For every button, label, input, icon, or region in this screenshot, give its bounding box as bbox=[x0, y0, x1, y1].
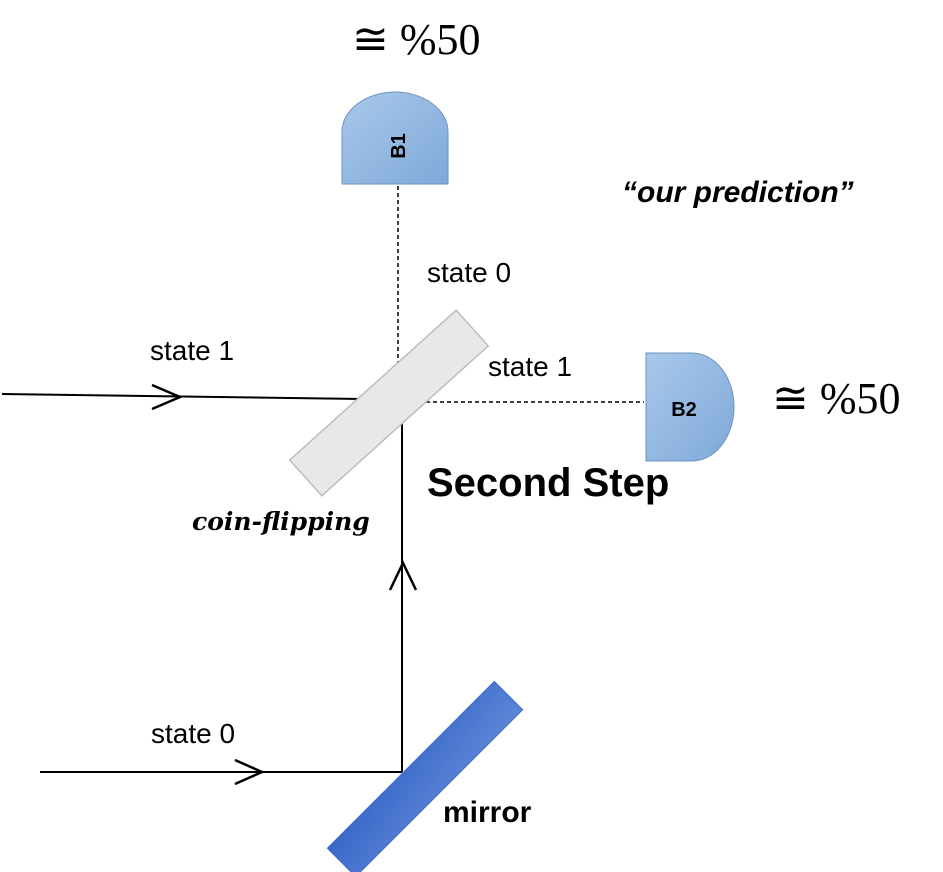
detector-b1: B1 bbox=[341, 91, 449, 185]
b2-beam-state-label: state 1 bbox=[488, 351, 572, 382]
vertical-beam-arrow bbox=[388, 560, 418, 591]
upper-input-state-label: state 1 bbox=[150, 335, 234, 366]
detector-b1-label: B1 bbox=[388, 133, 410, 159]
detector-b2-label: B2 bbox=[671, 399, 697, 421]
b1-beam-state-label: state 0 bbox=[427, 257, 511, 288]
mirror-label: mirror bbox=[443, 796, 532, 829]
lower-input-state-label: state 0 bbox=[151, 718, 235, 749]
mirror bbox=[326, 680, 524, 872]
b2-probability: ≅ %50 bbox=[772, 374, 901, 423]
step-title: Second Step bbox=[427, 461, 669, 505]
beam-splitter bbox=[288, 309, 490, 497]
beam-splitter-label: coin-flipping bbox=[192, 507, 370, 536]
lower-input-beam-arrow bbox=[234, 758, 266, 786]
upper-input-beam-arrow bbox=[151, 383, 184, 411]
detector-b2: B2 bbox=[645, 352, 735, 462]
b1-probability: ≅ %50 bbox=[352, 15, 481, 64]
prediction-note: “our prediction” bbox=[622, 176, 854, 209]
